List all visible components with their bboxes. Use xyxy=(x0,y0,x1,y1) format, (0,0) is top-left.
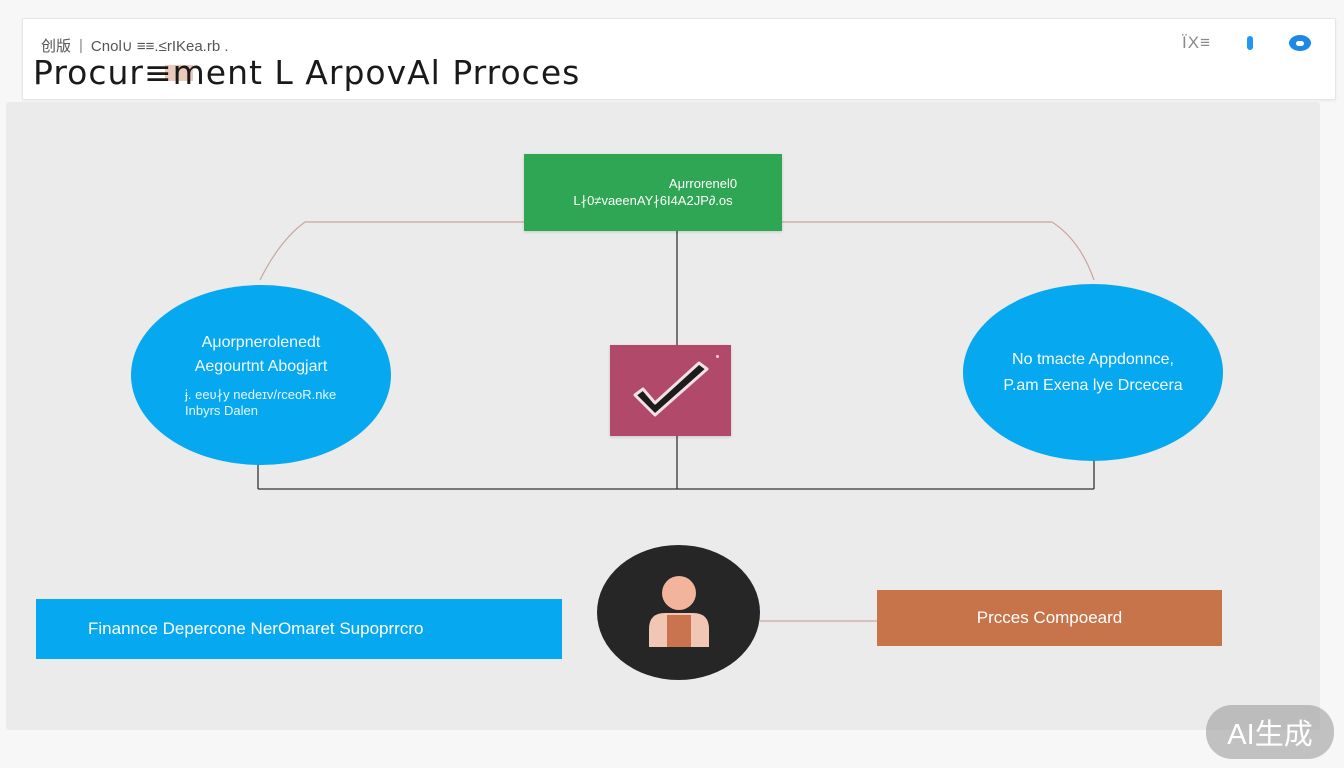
department-node-left-line1: Aμorpnerolenedt xyxy=(201,334,321,351)
checkmark-icon xyxy=(633,361,708,416)
department-node-left-line2: Aegourtnt Abogjart xyxy=(194,358,328,375)
chat-bubble-icon[interactable] xyxy=(1289,35,1311,51)
breadcrumb: 创版 | Cnol∪ ≡≡.≤rIKea.rb . xyxy=(41,35,229,56)
finance-department-bar[interactable]: Finannce Depercone NerOmaret Supoprrcro xyxy=(36,599,562,659)
approval-node-top-line1: Aμrrorenel0 xyxy=(668,176,738,191)
department-node-left-line4: Inbyrs Dalen xyxy=(185,403,258,418)
header: 创版 | Cnol∪ ≡≡.≤rIKea.rb . Procur≡ment L … xyxy=(22,18,1336,100)
page-title: Procur≡ment L ArpovAl Prroces xyxy=(33,53,581,92)
header-toolbar: ÏX≡ xyxy=(1182,33,1311,53)
breadcrumb-root[interactable]: 创版 xyxy=(41,38,72,55)
process-complete-bar[interactable]: Prcces Compoeard xyxy=(877,590,1222,646)
approval-node-top[interactable]: Aμrrorenel0 L∤0≠vaeenAY∤6I4A2JP∂.os xyxy=(524,154,782,231)
approval-node-top-line2: L∤0≠vaeenAY∤6I4A2JP∂.os xyxy=(573,193,733,208)
ai-generated-badge: AI生成 xyxy=(1206,705,1334,759)
sparkle-dot xyxy=(716,355,719,358)
text-tool-button[interactable]: ÏX≡ xyxy=(1182,33,1211,52)
breadcrumb-path[interactable]: Cnol∪ ≡≡.≤rIKea.rb . xyxy=(90,37,229,55)
finance-department-label: Finannce Depercone NerOmaret Supoprrcro xyxy=(88,619,424,638)
department-node-left[interactable]: Aμorpnerolenedt Aegourtnt Abogjart ɉ. ee… xyxy=(131,285,391,465)
approval-check-node[interactable] xyxy=(610,345,731,436)
title-accent xyxy=(165,65,193,81)
pill-indicator-icon[interactable] xyxy=(1247,36,1253,50)
department-node-left-line3: ɉ. eeʋ∤y nedeɪv/ɾceoR.nke xyxy=(185,387,337,402)
person-icon xyxy=(648,575,709,647)
process-complete-label: Prcces Compoeard xyxy=(976,608,1123,627)
department-node-right-line1: No tmacte Appdonnce, xyxy=(1012,350,1174,368)
department-node-right-line2: P.am Exena lye Drcecera xyxy=(1003,376,1183,394)
approver-avatar[interactable] xyxy=(597,545,760,680)
department-node-right[interactable]: No tmacte Appdonnce, P.am Exena lye Drce… xyxy=(963,284,1223,461)
breadcrumb-separator: | xyxy=(79,37,83,54)
